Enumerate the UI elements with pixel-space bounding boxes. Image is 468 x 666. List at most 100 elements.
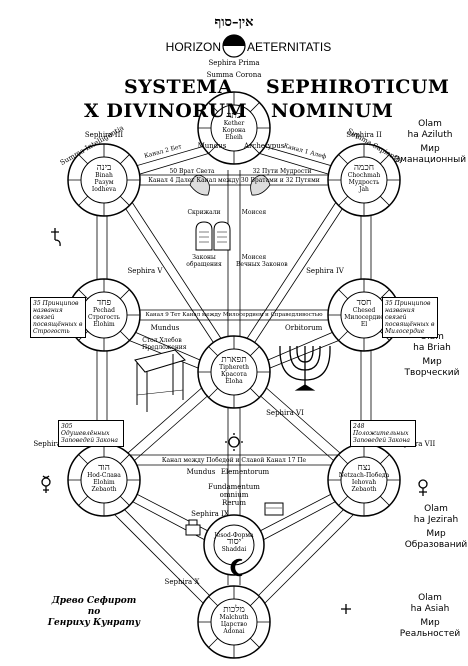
arc-summa-corona: Summa Corona	[206, 71, 262, 79]
chesed-ru: Милосердие	[344, 314, 384, 321]
sephira-pechad	[67, 278, 141, 352]
binah-ru: Разум	[94, 179, 114, 186]
channel-tiphereth-hod	[119, 384, 213, 469]
sephira-kether-text: כתר Kether Корона Eheih	[212, 112, 256, 142]
fundamentum-label: Fundamentum	[208, 483, 260, 491]
canal-netzach-hod-label: Канал между Победой и Славой Канал 17 Пе	[161, 457, 307, 464]
title-sephiroticum: SEPHIROTICUM	[266, 76, 450, 98]
ark-icon	[264, 502, 284, 516]
sephira-chesed-text: חסד Chesed Милосердие El	[342, 299, 386, 329]
sephira-chochmah-text: חכמה Chochmah Мудрость Jah	[342, 164, 386, 194]
sephira-netzach-text: נצח Netzach-Победа Iehovah Zebaoth	[338, 464, 390, 494]
channel-binah-pechad	[96, 212, 108, 280]
credit-line3: Генриху Кунрату	[47, 618, 141, 628]
chesed-sub: El	[360, 321, 368, 328]
sephira-netzach	[327, 443, 401, 517]
world-aziluth: Olam ha Aziluth Мир Эманационный	[392, 119, 468, 166]
credit-line2: по	[87, 607, 101, 617]
box-chesed-principles: 35 Принципов названия связей посвящённых…	[382, 297, 438, 338]
channel-kether-tiphereth	[227, 170, 241, 345]
tiphereth-name: Tiphereth	[219, 364, 249, 371]
channel-tiphereth-netzach	[255, 384, 349, 469]
world-aziluth-line4: Эманационный	[393, 155, 467, 165]
aeternitatis-label: AETERNITATIS	[247, 40, 332, 54]
sephira-hod-text: הוד Hod-Слава Elohim Zebaoth	[80, 463, 128, 494]
cherubim-icon	[189, 174, 271, 196]
sephira-jesod-text: Jesod-Форма יסוד Shaddai	[210, 532, 258, 553]
malchuth-ru: Царство	[220, 621, 248, 628]
world-briah-line4: Творческий	[404, 368, 460, 378]
sephira-v-label: Sephira V	[127, 267, 163, 275]
zakony-label: Законы	[192, 254, 216, 261]
canal-binah-chochmah-label: Канал 4 Далет Канал между 30 Вратами и 3…	[148, 177, 320, 184]
tablets-of-moses-icon	[195, 221, 231, 251]
world-asiah-line4: Реальностей	[399, 629, 461, 639]
channel-netzach-malchuth	[255, 499, 364, 606]
hod-sub: Zebaoth	[91, 486, 117, 493]
elementorum-label: Elementorum	[220, 468, 270, 476]
sephira-x-label: Sephira X	[164, 578, 200, 586]
hod-name: Hod-Слава	[87, 472, 121, 479]
vechnye-zakony-label: Вечных Законов	[236, 261, 288, 268]
world-briah-line2: ha Briah	[413, 343, 451, 353]
world-asiah-line3: Мир	[420, 618, 440, 628]
credit-text: Древо Сефирот по Генриху Кунрату	[44, 596, 144, 629]
sephira-jesod	[203, 514, 265, 576]
tiphereth-hebrew: תפארת	[221, 355, 247, 365]
channel-chochmah-chesed	[360, 212, 372, 280]
box-pechad-principles: 35 Принципов названия связей посвящённых…	[30, 297, 86, 338]
venus-icon	[418, 479, 428, 496]
sephira-kether	[197, 91, 271, 165]
archetypus-label: Archetypus	[244, 142, 285, 150]
sephira-viii-label: Sephira VIII	[33, 440, 77, 448]
predlozheniya-label: Предложения	[142, 344, 187, 351]
earth-icon	[341, 604, 351, 614]
world-briah: Olam ha Briah Мир Творческий	[400, 332, 464, 379]
channel-netzach-jesod	[257, 487, 349, 541]
sephira-iv-label: Sephira IV	[306, 267, 344, 275]
hod-ru: Elohim	[93, 479, 115, 486]
world-briah-line3: Мир	[422, 357, 442, 367]
malchuth-sub: Adonai	[223, 628, 245, 635]
channel-hod-malchuth	[104, 499, 213, 606]
sephira-binah-text: בינה Binah Разум Iodheva	[82, 164, 126, 194]
malchuth-hebrew: מלכות	[223, 605, 245, 615]
tiphereth-sub: Eloha	[225, 378, 243, 385]
binah-sub: Iodheva	[91, 186, 117, 193]
channel-tiphereth-jesod	[227, 400, 241, 520]
mundus-archetypus-1: Mundus	[197, 142, 227, 150]
tiphereth-ru: Красота	[221, 371, 247, 378]
pechad-ru: Строгость	[87, 314, 121, 321]
title-nominum: NOMINUM	[271, 100, 394, 122]
hod-hebrew: הוד	[98, 463, 110, 473]
world-aziluth-line3: Мир	[420, 144, 440, 154]
jesod-name: Jesod-Форма	[214, 532, 254, 539]
netzach-sub: Zebaoth	[351, 486, 377, 493]
title-x-divinorum: X DIVINORUM	[84, 100, 248, 122]
world-jezirah-line2: ha Jezirah	[413, 515, 459, 525]
sephira-ii-label: Sephira II	[346, 131, 382, 139]
saturn-icon	[51, 228, 61, 247]
mundus-orbitorum-1: Mundus	[150, 324, 180, 332]
rerum-label: Rerum	[222, 499, 246, 507]
world-asiah: Olam ha Asiah Мир Реальностей	[396, 593, 464, 640]
skrizhali-label: Скрижали	[187, 209, 221, 216]
sephira-malchuth	[197, 585, 271, 659]
sephira-iii-label: Sephira III	[84, 131, 124, 139]
channel-pechad-chesed	[130, 309, 338, 321]
horizon-label: HORIZON	[165, 40, 221, 54]
world-jezirah: Olam ha Jezirah Мир Образований	[404, 504, 468, 551]
sephira-chochmah	[327, 143, 401, 217]
world-jezirah-line4: Образований	[404, 540, 468, 550]
channel-binah-chochmah	[130, 174, 338, 186]
box-positive-commandments: 248 Положительных Заповедей Закона	[350, 420, 416, 447]
chochmah-ru: Мудрость	[348, 179, 380, 186]
title-systema: SYSTEMA	[124, 76, 233, 98]
ain-soph-sphere	[222, 34, 246, 58]
sephira-binah	[67, 143, 141, 217]
sephira-vi-label: Sephira VI	[266, 409, 304, 417]
canal-chesed-pechad-label: Канал 9 Тет Канал между Милосердием и Сп…	[145, 312, 323, 318]
malchuth-name: Malchuth	[219, 614, 249, 621]
credit-line1: Древо Сефирот	[51, 596, 137, 606]
sephira-tiphereth-text: תפארת Tiphereth Красота Eloha	[212, 355, 256, 386]
